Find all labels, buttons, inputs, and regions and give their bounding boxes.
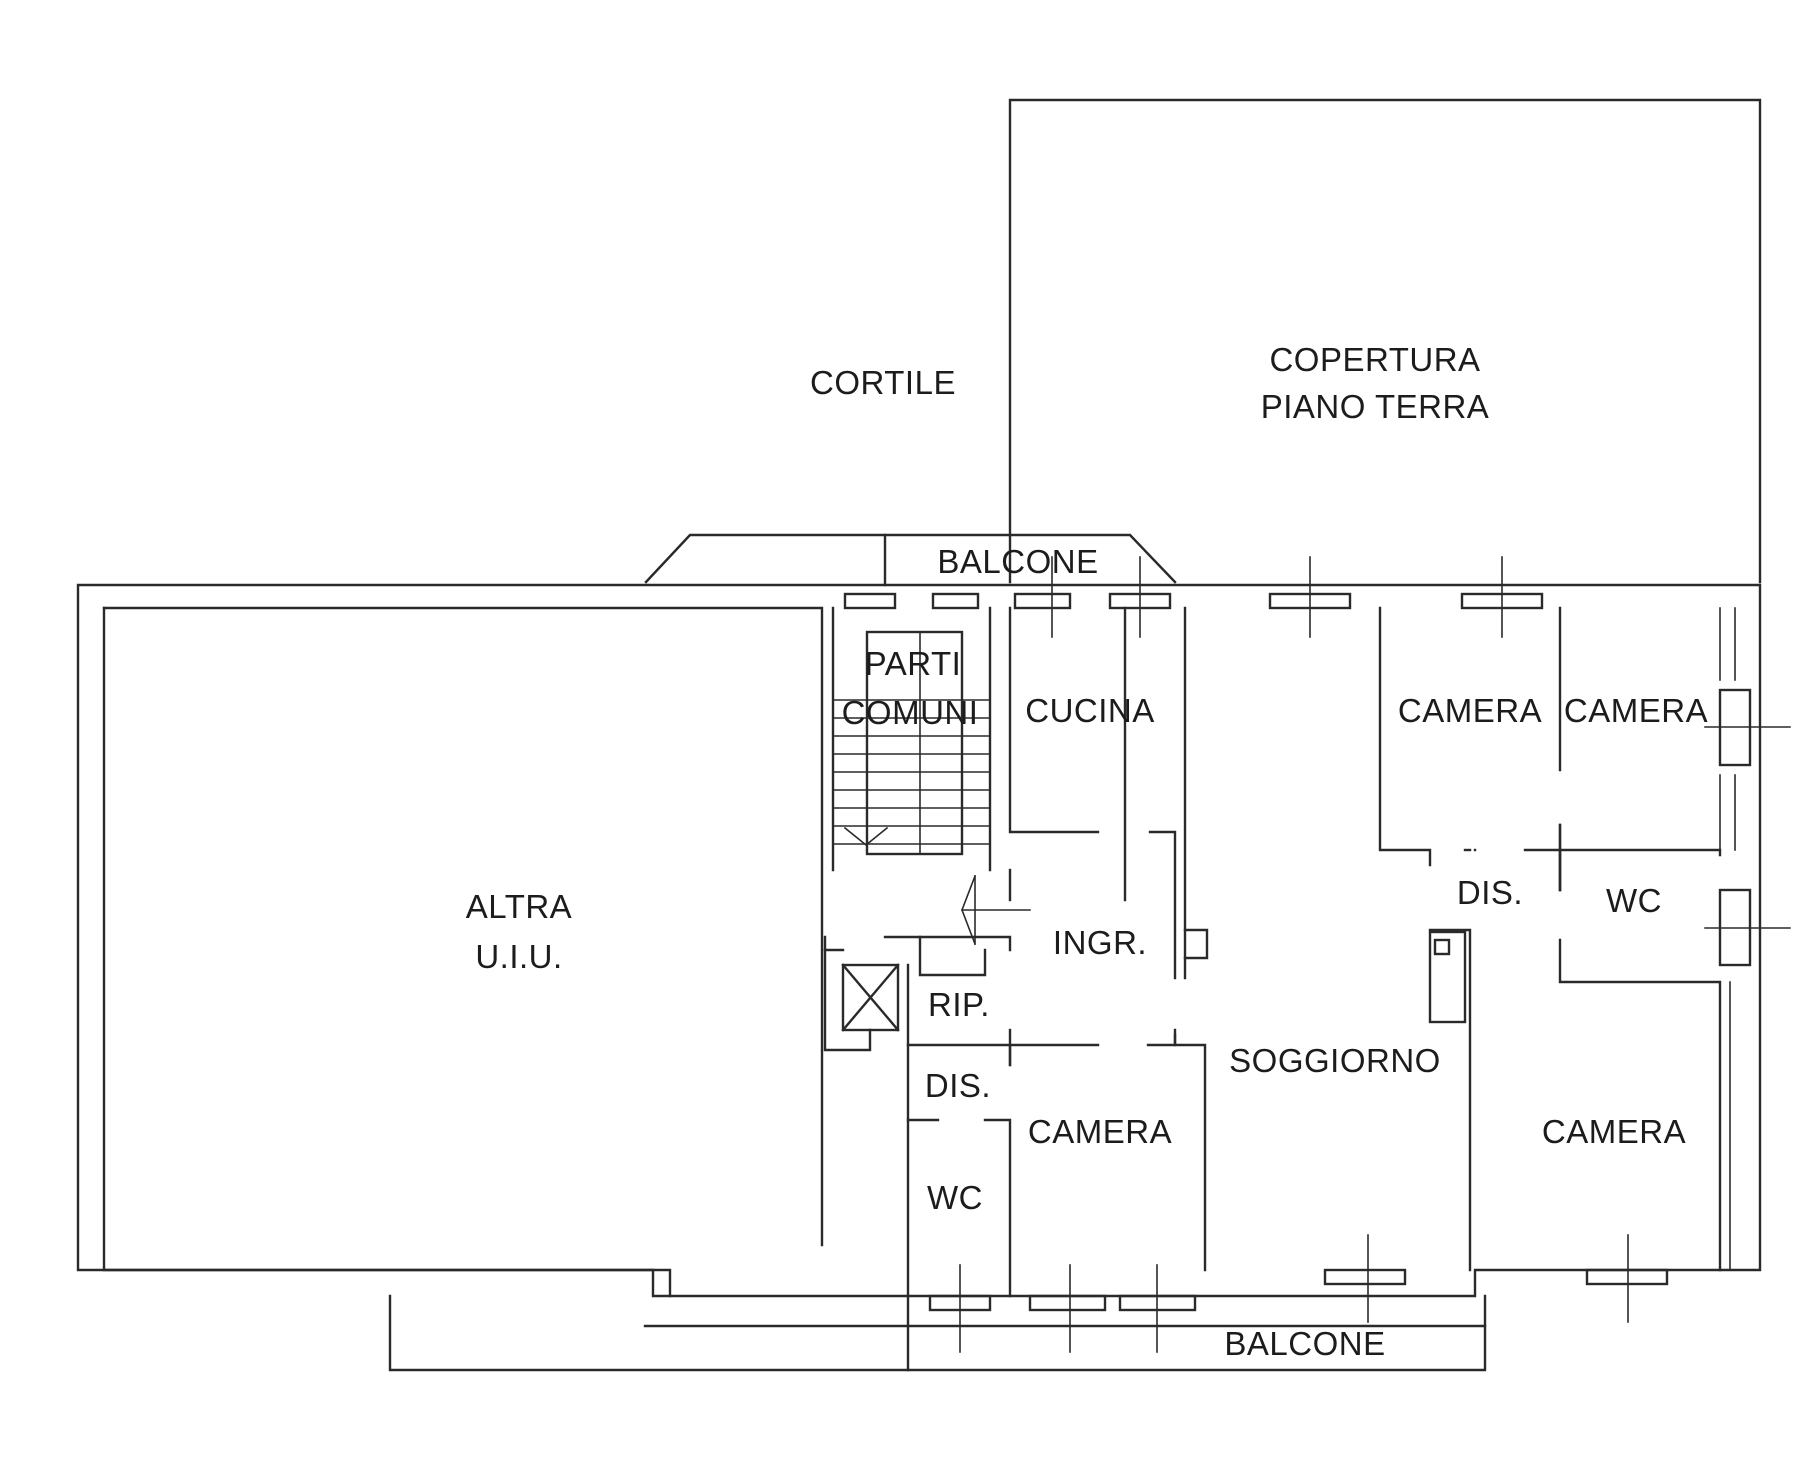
interior-walls — [823, 606, 1736, 1298]
label-camera-top-2: CAMERA — [1564, 692, 1708, 729]
label-dis-right: DIS. — [1457, 874, 1523, 911]
balcony-bottom — [388, 1294, 1487, 1372]
windows-bottom — [928, 1234, 1669, 1353]
label-camera-bottom-mid: CAMERA — [1028, 1113, 1172, 1150]
label-altra-line2: U.I.U. — [475, 938, 562, 975]
label-camera-bottom-right: CAMERA — [1542, 1113, 1686, 1150]
label-balcone-top: BALCONE — [937, 543, 1098, 580]
windows-top — [843, 556, 1544, 638]
label-cucina: CUCINA — [1025, 692, 1155, 729]
label-copertura-line2: PIANO TERRA — [1261, 388, 1490, 425]
label-cortile: CORTILE — [810, 364, 956, 401]
stairs — [831, 606, 992, 872]
label-dis-left: DIS. — [925, 1067, 991, 1104]
label-ingr: INGR. — [1053, 924, 1147, 961]
outer-walls — [76, 583, 1762, 1298]
label-copertura-line1: COPERTURA — [1269, 341, 1480, 378]
label-camera-top-1: CAMERA — [1398, 692, 1542, 729]
copertura-outline — [1008, 98, 1762, 584]
balcony-top — [644, 533, 1177, 587]
room-labels: CORTILE COPERTURA PIANO TERRA BALCONE PA… — [466, 341, 1708, 1362]
label-parti-comuni-line1: PARTI — [865, 645, 962, 682]
label-soggiorno: SOGGIORNO — [1229, 1042, 1441, 1079]
label-parti-comuni-line2: COMUNI — [842, 694, 979, 731]
windows-right — [1704, 688, 1791, 967]
label-balcone-bottom: BALCONE — [1224, 1325, 1385, 1362]
label-altra-line1: ALTRA — [466, 888, 572, 925]
label-wc-right: WC — [1606, 882, 1662, 919]
label-rip: RIP. — [928, 986, 990, 1023]
label-wc-left: WC — [927, 1179, 983, 1216]
